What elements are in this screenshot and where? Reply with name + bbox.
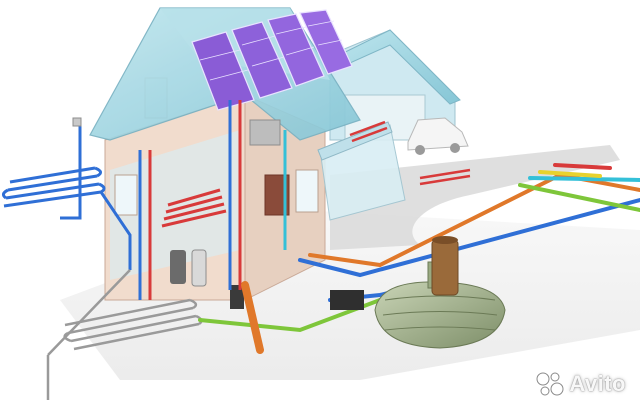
solar-panels (191, 9, 353, 111)
car (407, 117, 469, 155)
vent-pipe (72, 117, 82, 127)
avito-dots-icon (536, 372, 564, 396)
watermark-text: Avito (569, 371, 626, 396)
garage (324, 29, 461, 141)
watermark: Avito (535, 371, 626, 397)
underfloor-heating (161, 120, 471, 228)
grey-ground-loop (46, 269, 203, 400)
junction-box (330, 290, 364, 310)
interior (170, 119, 281, 309)
drain-well (431, 236, 459, 296)
internal-pipes (138, 100, 287, 300)
blue-ground-loop (1, 125, 132, 270)
